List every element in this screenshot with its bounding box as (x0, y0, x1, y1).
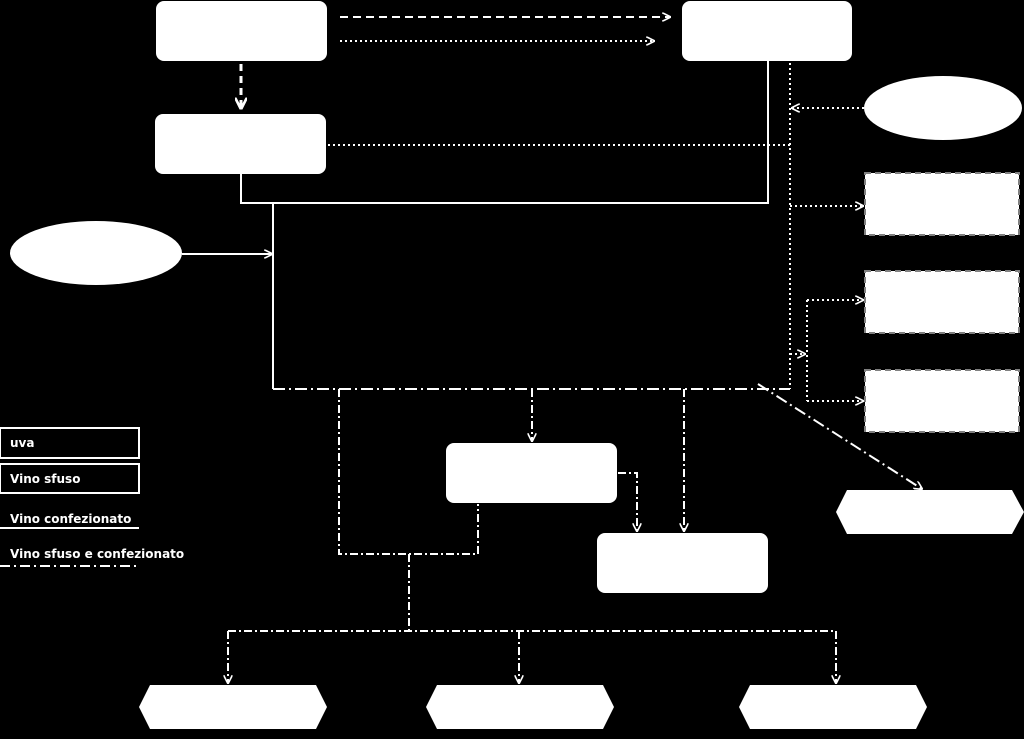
box-top-right (682, 1, 852, 61)
dashed-box-1 (864, 172, 1020, 236)
hexagon-bottom-1 (139, 685, 327, 729)
ellipse-right (864, 76, 1022, 140)
solid-connector-top (240, 61, 769, 204)
hexagon-right (836, 490, 1024, 534)
legend-box-vino-sfuso (0, 463, 140, 494)
hexagon-bottom-2 (426, 685, 614, 729)
legend-label-vino-sfuso: Vino sfuso (10, 472, 81, 486)
box-top-left (156, 1, 327, 61)
dashed-box-2 (864, 270, 1020, 334)
box-center (446, 443, 617, 503)
legend-label-uva: uva (10, 436, 35, 450)
dashed-box-3 (864, 369, 1020, 433)
legend-label-vino-confezionato: Vino confezionato (10, 512, 132, 526)
hexagon-bottom-3 (739, 685, 927, 729)
box-lower-center (597, 533, 768, 593)
box-middle-left (155, 114, 326, 174)
legend-box-uva (0, 427, 140, 459)
dashdot-diagonal (757, 383, 922, 489)
dashdot-center-to-lower (618, 472, 637, 531)
legend-label-vino-sfuso-e-confezionato: Vino sfuso e confezionato (10, 547, 185, 561)
dashdot-left-loop (338, 389, 479, 555)
ellipse-left (10, 221, 182, 285)
